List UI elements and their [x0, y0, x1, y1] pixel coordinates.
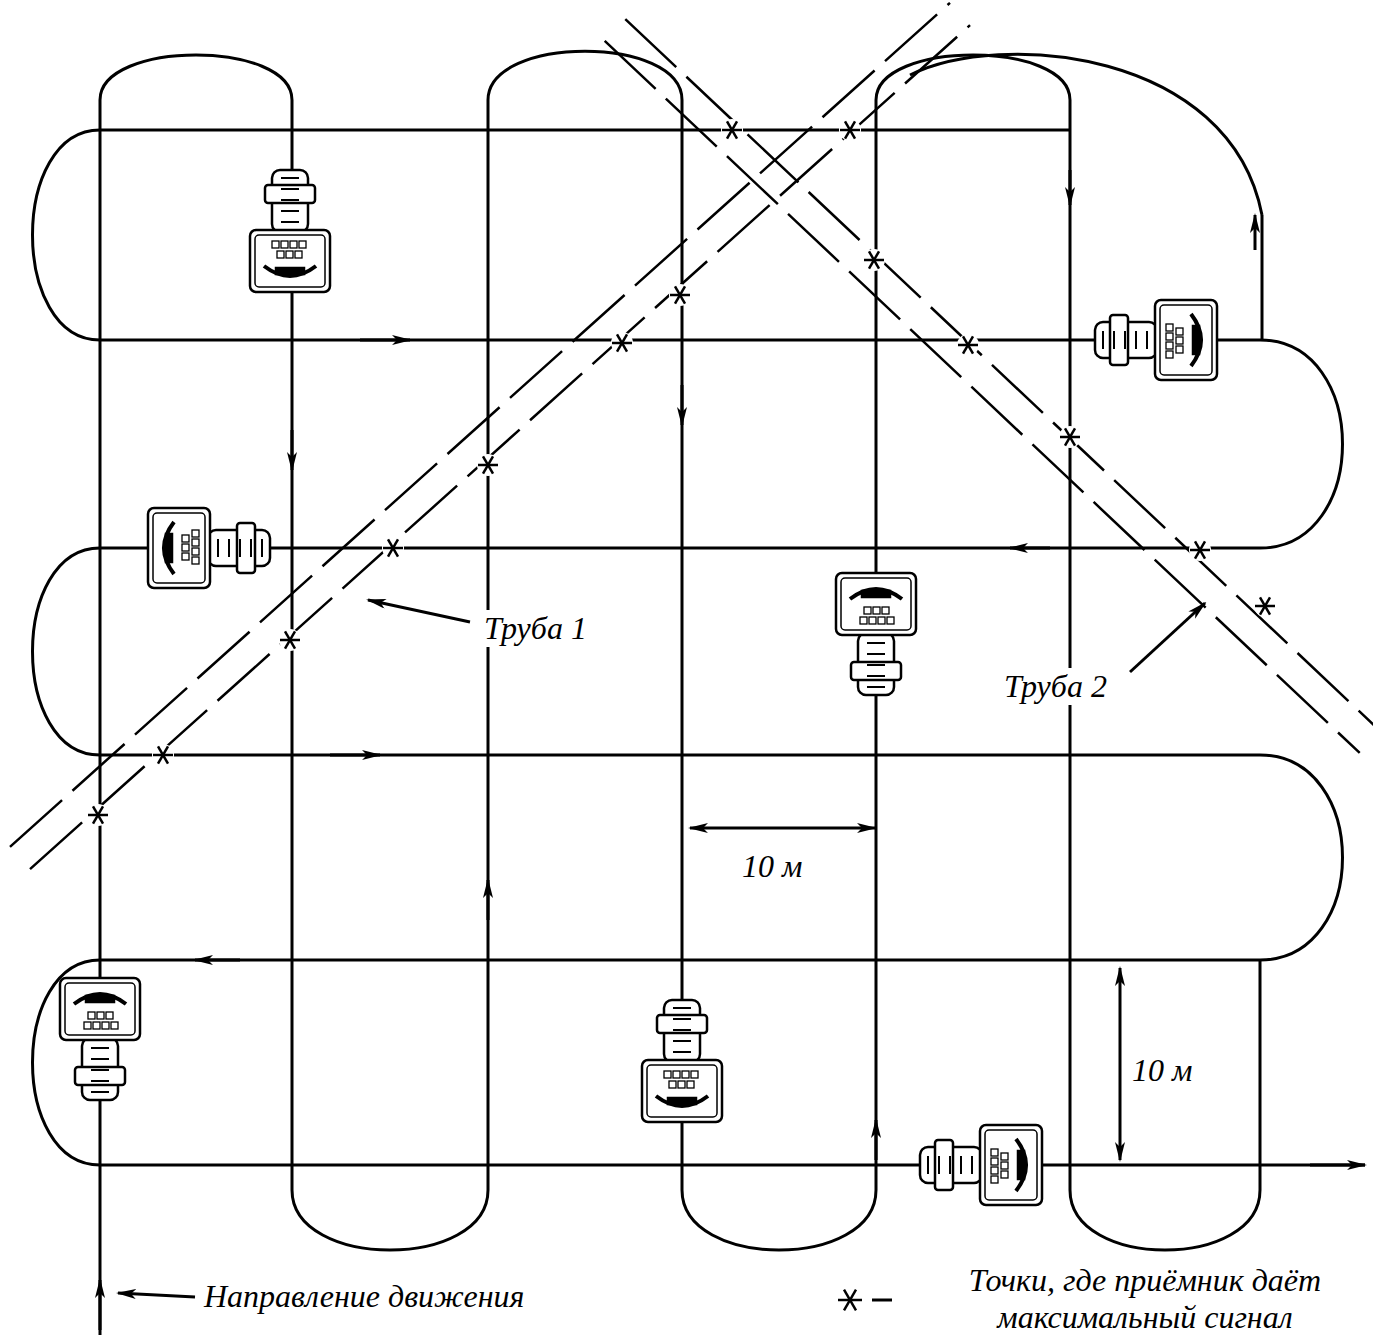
- max-signal-point: [864, 251, 884, 268]
- direction-arrow: [681, 385, 684, 425]
- dimension-line: [1119, 1060, 1122, 1160]
- pipe-1: [10, 3, 970, 869]
- direction-arrow: [1010, 547, 1050, 550]
- max-signal-point: [383, 539, 403, 556]
- max-signal-point: [612, 334, 632, 351]
- vertical-pass: [876, 55, 1260, 1250]
- direction-arrow: [291, 430, 294, 470]
- receiver-icon: [1095, 300, 1217, 380]
- point-patch: [957, 334, 979, 356]
- survey-path: [33, 51, 1366, 1335]
- direction-arrow: [360, 339, 410, 342]
- point-patch: [87, 804, 109, 826]
- dimension-line: [690, 827, 780, 830]
- point-patch: [279, 629, 301, 651]
- leaders: [118, 600, 1205, 1297]
- receiver-icon: [60, 978, 140, 1100]
- dimension-label: 10 м: [738, 848, 806, 885]
- max-signal-point: [153, 746, 173, 763]
- point-patch: [669, 284, 691, 306]
- direction-arrow: [1310, 1164, 1365, 1167]
- receiver-icon: [920, 1125, 1042, 1205]
- point-patch: [721, 119, 743, 141]
- legend-text: Точки, где приёмник даёт максимальный си…: [925, 1262, 1365, 1336]
- point-patch: [611, 332, 633, 354]
- max-signal-point: [958, 336, 978, 353]
- legend-sample: [838, 1290, 862, 1311]
- direction-label: Направление движения: [200, 1278, 528, 1315]
- max-signal-point: [840, 121, 860, 138]
- legend-dash: [872, 1299, 892, 1302]
- max-signal-point: [1190, 541, 1210, 558]
- max-signal-point: [280, 631, 300, 648]
- direction-arrow: [1069, 170, 1072, 205]
- vertical-pass: [100, 51, 876, 1335]
- pipe-wall: [30, 25, 970, 869]
- max-signal-point: [478, 456, 498, 473]
- dimension-label: 10 м: [1128, 1052, 1196, 1089]
- receiver-icon: [250, 170, 330, 292]
- direction-arrow: [99, 1280, 102, 1330]
- pipe-wall: [605, 41, 1360, 753]
- direction-arrow: [195, 959, 240, 962]
- max-signal-point: [1060, 428, 1080, 445]
- receiver-icon: [148, 508, 270, 588]
- dimension-line: [780, 827, 875, 830]
- pipe-wall: [625, 19, 1373, 731]
- pipe-2: [605, 19, 1373, 753]
- max-signal-points: [87, 119, 1276, 826]
- pipe-label: Труба 1: [480, 610, 591, 647]
- point-patch: [839, 119, 861, 141]
- pipe-leader: [368, 600, 470, 622]
- max-signal-point: [88, 806, 108, 823]
- point-patch: [1254, 595, 1276, 617]
- pipe-label: Труба 2: [1000, 668, 1111, 705]
- point-patch: [1189, 539, 1211, 561]
- max-signal-point: [670, 286, 690, 303]
- vertical-pass: [910, 54, 1262, 215]
- point-patch: [152, 744, 174, 766]
- point-patch: [382, 537, 404, 559]
- direction-arrows: [100, 170, 1365, 1330]
- vertical-pass: [1261, 215, 1264, 340]
- dimension-line: [1119, 968, 1122, 1060]
- pipe-wall: [10, 3, 950, 847]
- pipe-leader: [1130, 603, 1205, 672]
- point-patch: [477, 454, 499, 476]
- receiver-icon: [836, 573, 916, 695]
- point-patch: [1059, 426, 1081, 448]
- direction-arrow: [487, 880, 490, 920]
- receiver-icon: [642, 1000, 722, 1122]
- direction-arrow: [875, 1120, 878, 1160]
- direction-arrow: [1254, 215, 1257, 250]
- max-signal-point: [722, 121, 742, 138]
- direction-leader: [118, 1293, 195, 1297]
- direction-arrow: [330, 754, 380, 757]
- max-signal-point: [1255, 597, 1275, 614]
- point-patch: [863, 249, 885, 271]
